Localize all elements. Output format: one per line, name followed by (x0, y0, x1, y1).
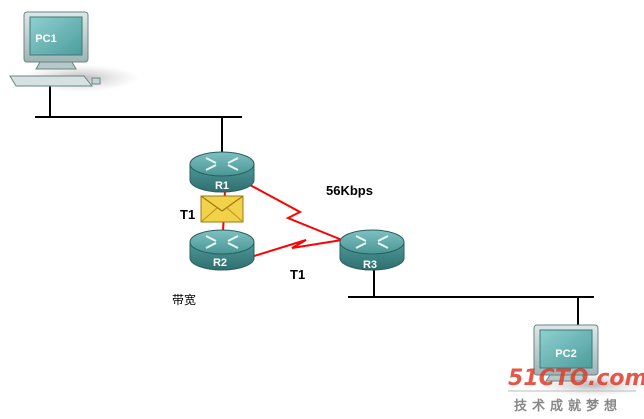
link-r2-r3 (253, 239, 343, 257)
watermark-slogan: 技术成就梦想 (514, 398, 622, 414)
watermark-brand: 51CTO.com (508, 366, 644, 391)
router-r2-label: R2 (213, 257, 227, 269)
link-r1-r3-label: 56Kbps (326, 183, 373, 198)
pc1[interactable] (9, 11, 140, 92)
link-r1-r3 (249, 184, 343, 241)
router-r1-label: R1 (215, 180, 229, 192)
router-r3-label: R3 (363, 259, 377, 271)
router-r2[interactable] (189, 229, 255, 271)
pc1-label: PC1 (35, 33, 56, 45)
link-r2-r3-label: T1 (290, 267, 305, 282)
pc2-label: PC2 (555, 348, 576, 360)
lan-bottom (348, 270, 594, 325)
link-r1-r2-label: T1 (180, 207, 195, 222)
lan-top (35, 85, 242, 152)
watermark: 51CTO.com 技术成就梦想 (508, 366, 644, 414)
caption: 带宽 (172, 292, 196, 307)
router-r1[interactable] (189, 151, 255, 193)
router-r3[interactable] (339, 229, 405, 271)
router-arrows-icon (205, 235, 239, 249)
router-arrows-icon (205, 157, 239, 171)
envelope-icon (200, 195, 244, 223)
router-arrows-icon (355, 235, 389, 249)
